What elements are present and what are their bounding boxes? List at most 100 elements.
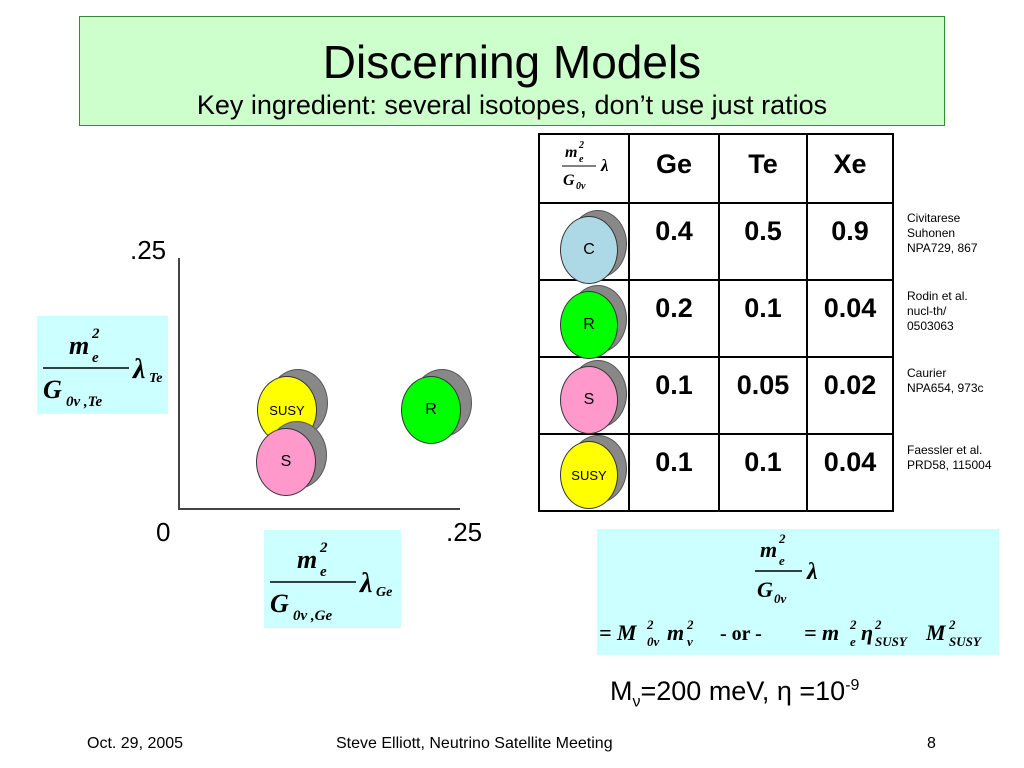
svg-text:2: 2 [578, 140, 584, 151]
column-header-ge: Ge [628, 133, 720, 204]
model-label: R [583, 316, 595, 333]
table-cell: 0.1 [718, 279, 808, 358]
svg-text:G: G [757, 577, 773, 602]
eta-symbol: η [776, 676, 792, 706]
header-formula: m e 2 G 0ν λ [562, 140, 609, 192]
reference-line: NPA729, 867 [907, 241, 978, 255]
model-bubble-susy: SUSY [560, 441, 618, 509]
svg-text:2: 2 [646, 617, 654, 632]
svg-text:m: m [565, 144, 577, 161]
footer-page-number: 8 [927, 735, 936, 752]
svg-text:λ: λ [132, 354, 145, 385]
svg-text:Te: Te [149, 371, 162, 386]
svg-text:η: η [861, 620, 873, 645]
svg-text:2: 2 [91, 326, 100, 342]
svg-text:e: e [850, 634, 856, 649]
mass-formula: m e 2 G 0ν λ = M 2 0ν m 2 ν - or - = m e… [599, 531, 982, 649]
footer-date: Oct. 29, 2005 [87, 735, 184, 752]
param-sup: -9 [845, 677, 860, 694]
table-cell: 0.1 [718, 433, 808, 512]
table-cell: 0.9 [806, 202, 894, 281]
svg-text:2: 2 [319, 540, 328, 556]
row-model-cell: S [538, 356, 630, 435]
parameters-line: Mν=200 meV, η =10-9 [610, 676, 859, 711]
svg-text:G: G [563, 172, 575, 189]
y-axis-formula: m e 2 G 0ν ,Te λ Te [43, 326, 162, 410]
reference-line: 0503063 [907, 319, 954, 333]
table-cell: 0.02 [806, 356, 894, 435]
row-model-cell: SUSY [538, 433, 630, 512]
model-label: SUSY [571, 467, 607, 483]
plot-point-r: R [401, 376, 461, 444]
table-cell: 0.05 [718, 356, 808, 435]
table-row: SUSY 0.1 0.1 0.04 [538, 433, 894, 512]
slide-subtitle: Key ingredient: several isotopes, don’t … [196, 90, 828, 120]
x-tick-right: .25 [446, 517, 483, 547]
svg-text:m: m [760, 537, 777, 562]
slide-title: Discerning Models [322, 36, 702, 88]
svg-text:G: G [270, 589, 289, 618]
reference-line: nucl-th/ [907, 304, 947, 318]
svg-text:G: G [43, 375, 62, 404]
svg-text:Ge: Ge [376, 585, 392, 600]
plot-x-axis [178, 508, 460, 510]
reference-faessler: Faessler et al. PRD58, 115004 [907, 443, 992, 473]
param-text: =10 [791, 676, 846, 706]
reference-line: Faessler et al. [907, 443, 983, 457]
x-axis-formula: m e 2 G 0ν ,Ge λ Ge [270, 540, 392, 624]
svg-text:2: 2 [948, 617, 956, 632]
table-cell: 0.04 [806, 433, 894, 512]
svg-text:0ν: 0ν [647, 634, 660, 649]
svg-text:ν: ν [687, 634, 693, 649]
svg-text:0ν ,Te: 0ν ,Te [66, 394, 102, 410]
model-table: m e 2 G 0ν λ Ge Te Xe C 0.4 0.5 0.9 R 0.… [538, 133, 894, 512]
table-header-formula: m e 2 G 0ν λ [538, 133, 630, 204]
model-label: S [583, 391, 595, 408]
table-cell: 0.5 [718, 202, 808, 281]
param-text: =200 meV, [640, 676, 777, 706]
svg-text:0ν ,Ge: 0ν ,Ge [293, 608, 332, 624]
formula-box: m e 2 G 0ν λ = M 2 0ν m 2 ν - or - = m e… [597, 529, 999, 655]
svg-text:M: M [925, 620, 947, 645]
svg-text:λ: λ [806, 559, 818, 585]
title-box: Discerning Models Key ingredient: severa… [79, 16, 945, 126]
table-row: S 0.1 0.05 0.02 [538, 356, 894, 435]
row-model-cell: C [538, 202, 630, 284]
reference-line: Rodin et al. [907, 289, 968, 303]
plot-point-s: S [256, 428, 316, 496]
svg-text:= M: = M [599, 620, 638, 645]
svg-text:λ: λ [600, 156, 609, 175]
svg-text:SUSY: SUSY [949, 634, 982, 649]
svg-text:0ν: 0ν [576, 181, 586, 192]
svg-text:e: e [779, 553, 785, 568]
table-cell: 0.2 [628, 279, 720, 358]
column-header-te: Te [718, 133, 808, 204]
reference-line: NPA654, 973c [907, 381, 984, 395]
y-tick-top: .25 [130, 235, 167, 265]
table-row: R 0.2 0.1 0.04 [538, 279, 894, 359]
model-bubble-c: C [560, 216, 618, 284]
plot-y-axis [178, 258, 180, 509]
reference-caurier: Caurier NPA654, 973c [907, 366, 984, 396]
column-header-xe: Xe [806, 133, 894, 204]
svg-text:2: 2 [874, 617, 882, 632]
x-axis-label: m e 2 G 0ν ,Ge λ Ge [264, 530, 401, 628]
param-sub: ν [632, 693, 641, 711]
footer-event: Steve Elliott, Neutrino Satellite Meetin… [336, 735, 613, 752]
svg-text:e: e [92, 350, 99, 366]
table-row: C 0.4 0.5 0.9 [538, 202, 894, 284]
param-text: M [610, 676, 633, 706]
table-header-row: m e 2 G 0ν λ Ge Te Xe [538, 133, 894, 204]
reference-line: Civitarese [907, 211, 961, 225]
plot-point-label: SUSY [269, 402, 305, 418]
reference-line: Caurier [907, 366, 947, 380]
table-cell: 0.1 [628, 433, 720, 512]
svg-text:λ: λ [359, 568, 372, 599]
model-bubble-s: S [560, 366, 618, 434]
table-cell: 0.04 [806, 279, 894, 358]
svg-text:m: m [69, 331, 89, 360]
x-tick-origin: 0 [156, 517, 171, 547]
model-bubble-r: R [560, 291, 618, 359]
table-cell: 0.1 [628, 356, 720, 435]
svg-text:- or -: - or - [715, 623, 767, 645]
